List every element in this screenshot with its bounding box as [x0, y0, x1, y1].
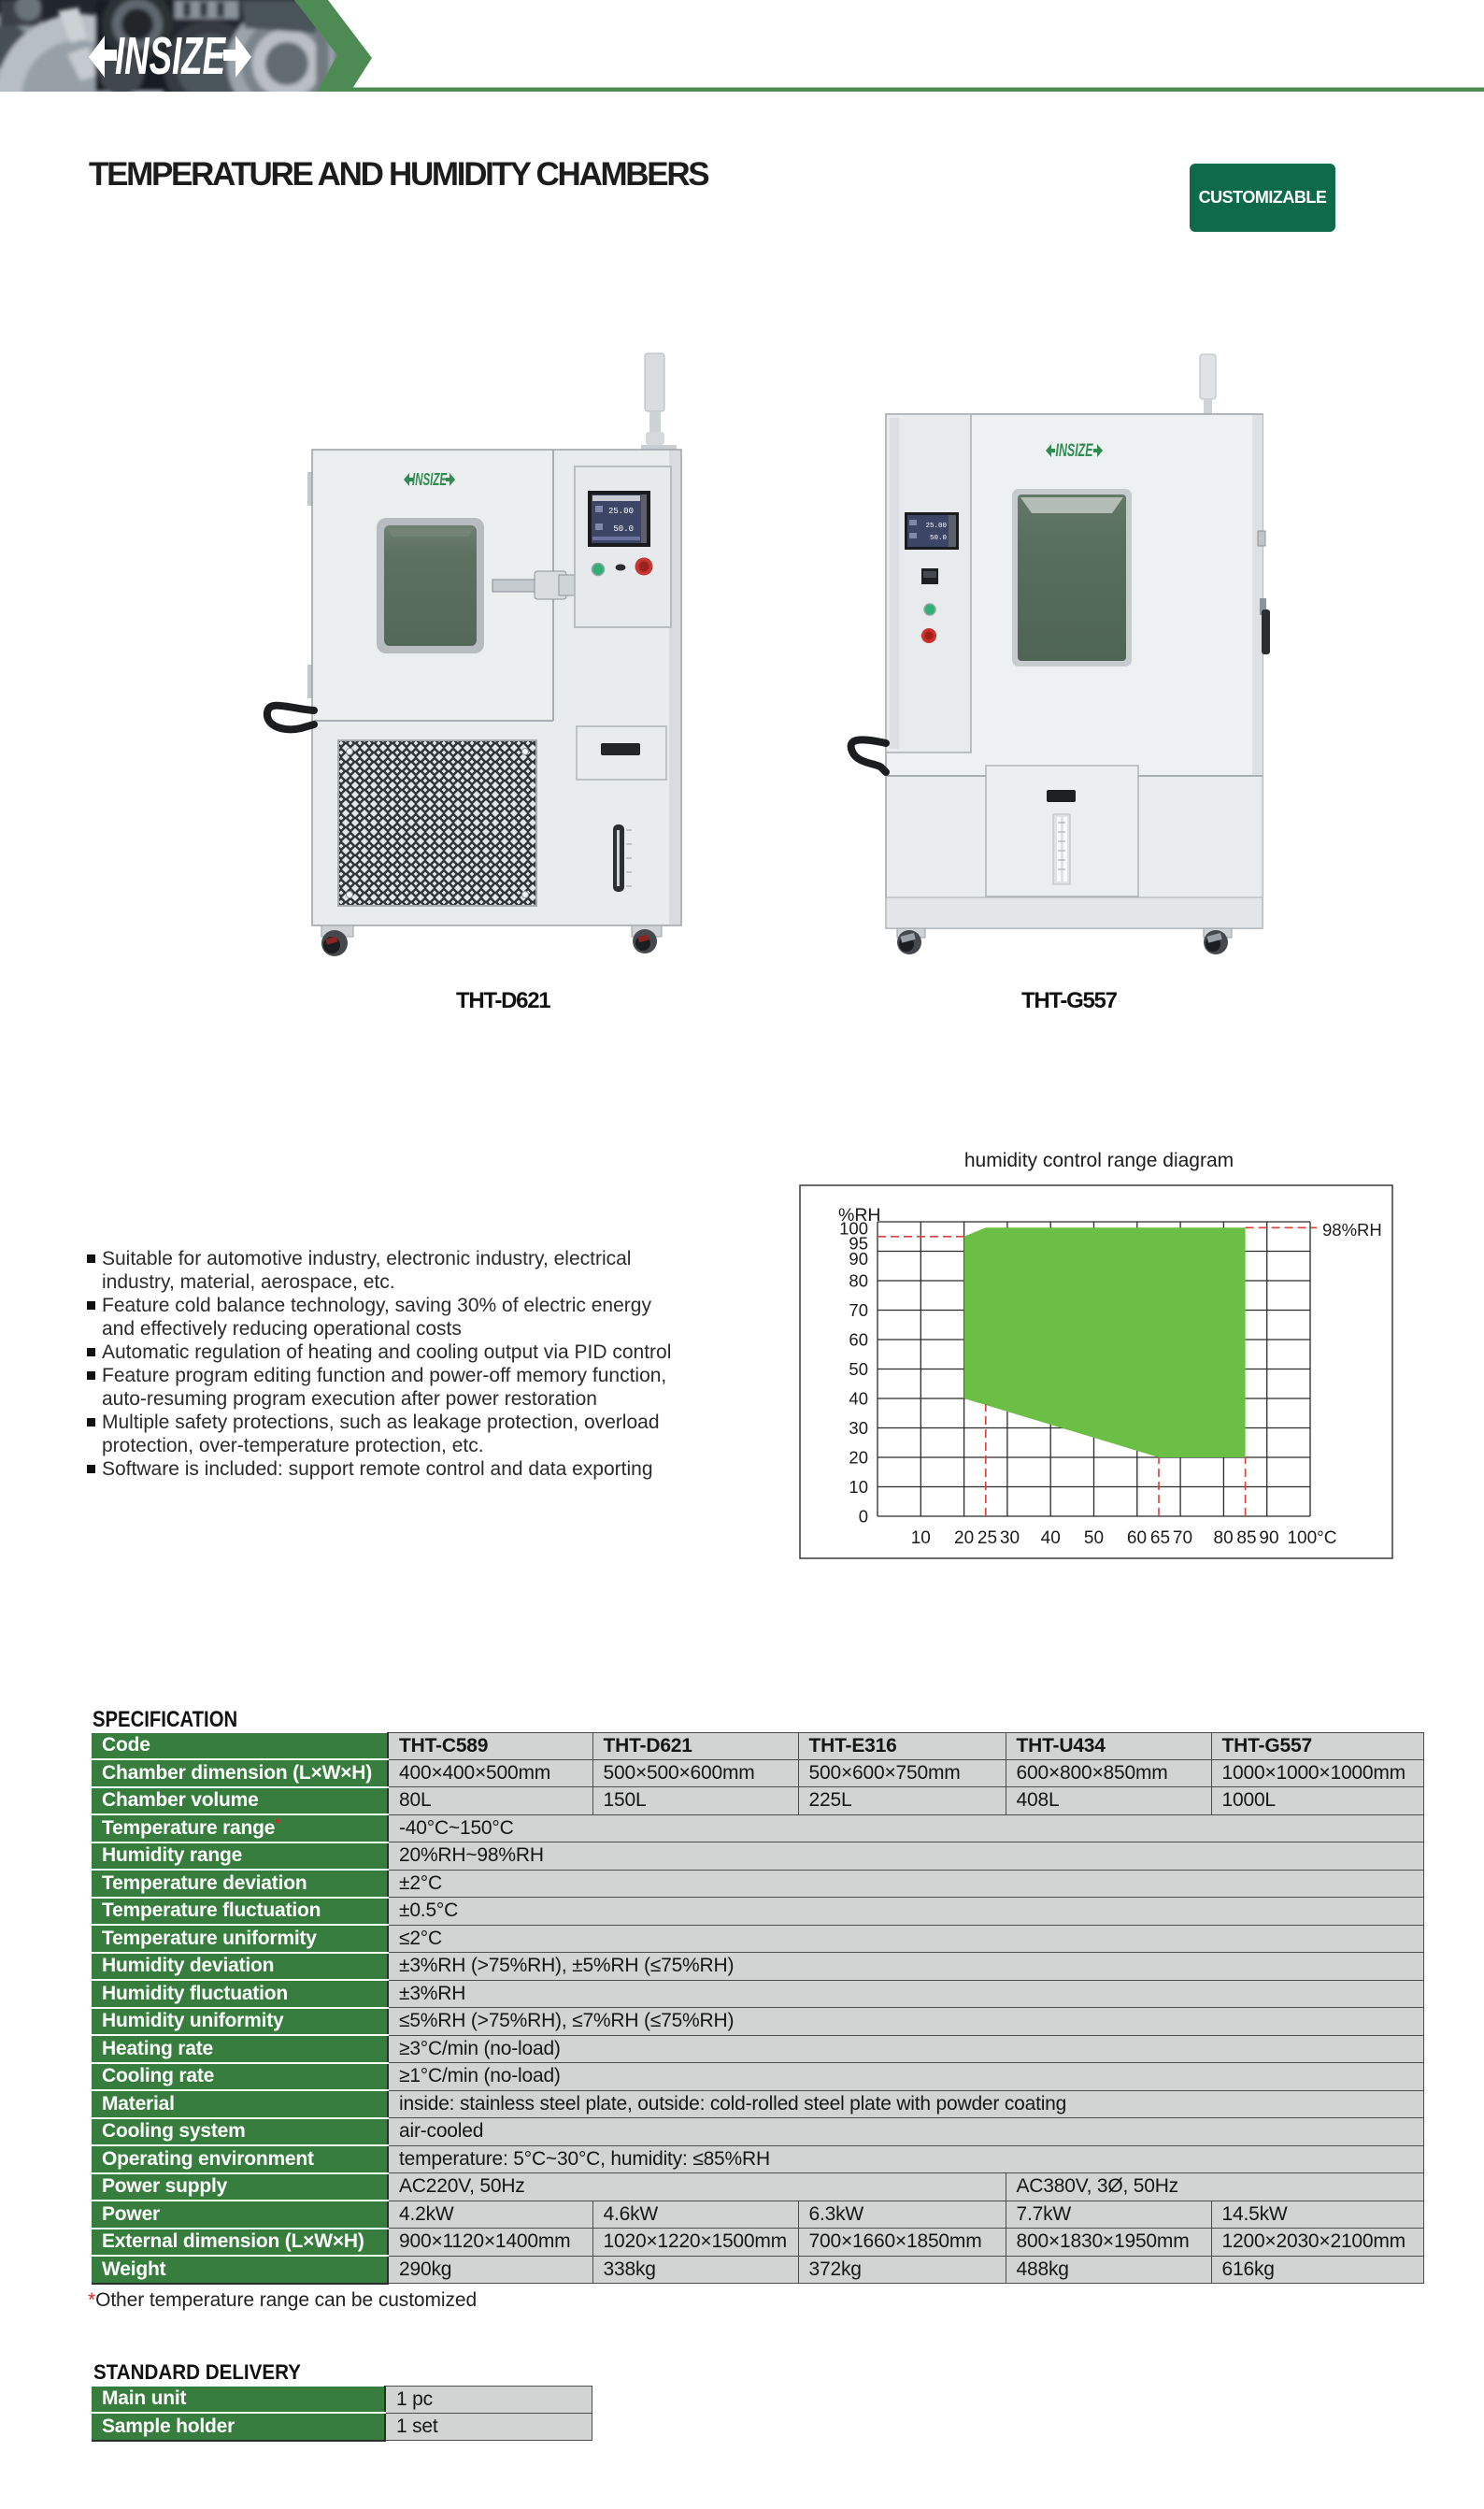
svg-text:70: 70 [1173, 1528, 1192, 1548]
svg-text:40: 40 [849, 1389, 868, 1409]
svg-text:50.0: 50.0 [613, 524, 634, 534]
svg-text:20: 20 [849, 1448, 868, 1468]
svg-text:100°C: 100°C [1287, 1528, 1336, 1548]
svg-text:90: 90 [1259, 1528, 1278, 1548]
svg-text:95: 95 [849, 1234, 868, 1254]
svg-text:60: 60 [1127, 1528, 1147, 1548]
svg-text:100: 100 [839, 1219, 868, 1239]
svg-text:INSIZE: INSIZE [115, 26, 226, 86]
svg-text:50.0: 50.0 [930, 535, 948, 542]
svg-text:25.00: 25.00 [925, 523, 947, 530]
svg-text:0: 0 [859, 1507, 868, 1527]
svg-text:INSIZE: INSIZE [412, 470, 448, 489]
svg-text:25.00: 25.00 [608, 507, 634, 516]
svg-text:80: 80 [849, 1271, 868, 1291]
svg-text:60: 60 [849, 1330, 868, 1350]
svg-text:50: 50 [849, 1359, 868, 1379]
svg-text:70: 70 [849, 1300, 868, 1320]
svg-text:98%RH: 98%RH [1322, 1220, 1382, 1240]
svg-text:40: 40 [1041, 1528, 1061, 1548]
svg-text:85: 85 [1236, 1528, 1256, 1548]
svg-text:20: 20 [954, 1528, 974, 1548]
svg-text:50: 50 [1084, 1528, 1104, 1548]
svg-text:humidity control range diagram: humidity control range diagram [964, 1150, 1234, 1171]
svg-text:90: 90 [849, 1249, 868, 1269]
svg-text:10: 10 [911, 1528, 931, 1548]
svg-text:%RH: %RH [838, 1205, 881, 1226]
svg-text:30: 30 [849, 1418, 868, 1438]
svg-text:25: 25 [977, 1528, 997, 1548]
svg-text:10: 10 [849, 1477, 868, 1497]
svg-text:65: 65 [1150, 1528, 1170, 1548]
svg-text:80: 80 [1214, 1528, 1234, 1548]
svg-text:30: 30 [1000, 1528, 1020, 1548]
svg-text:INSIZE: INSIZE [1056, 441, 1094, 461]
